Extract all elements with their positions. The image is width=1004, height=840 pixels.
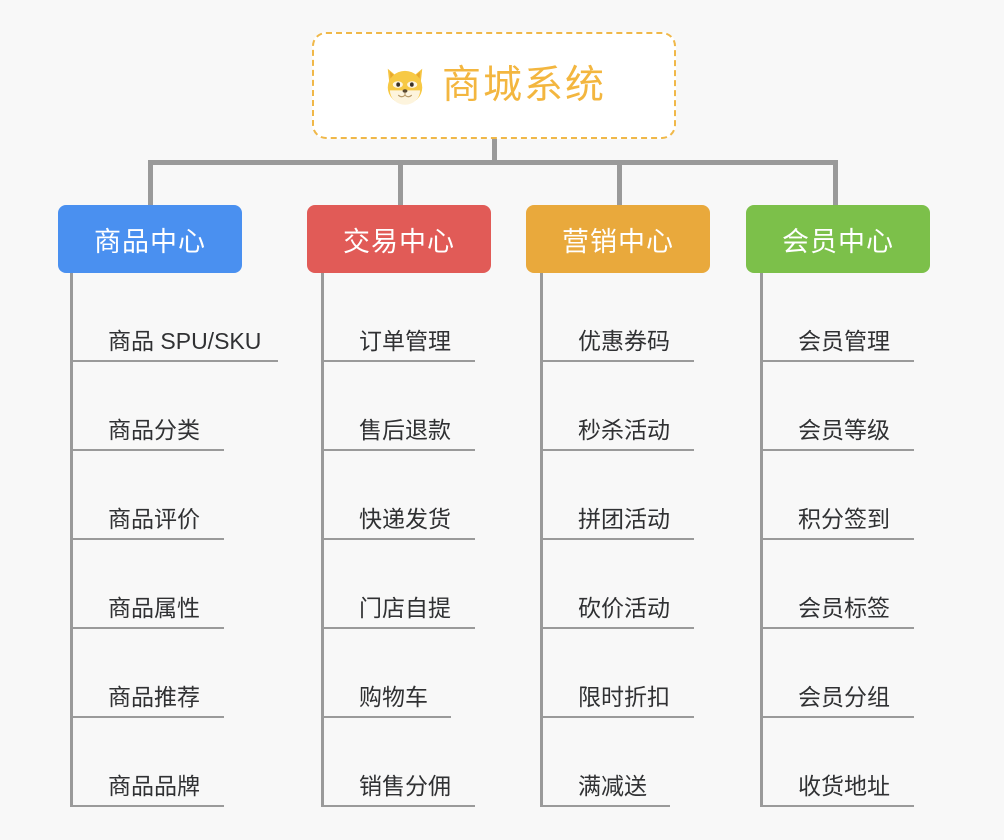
- leaf-item[interactable]: 砍价活动: [540, 540, 694, 629]
- leaf-item-label: 商品评价: [108, 505, 200, 532]
- leaf-item-label: 商品属性: [108, 594, 200, 621]
- root-title: 商城系统: [441, 64, 606, 107]
- leaf-item[interactable]: 商品分类: [70, 362, 224, 451]
- leaf-item[interactable]: 收货地址: [760, 718, 914, 807]
- leaf-column-trade-center: 订单管理售后退款快递发货门店自提购物车销售分佣: [321, 273, 581, 807]
- category-label: 会员中心: [782, 226, 894, 257]
- leaf-column-member-center: 会员管理会员等级积分签到会员标签会员分组收货地址: [760, 273, 1004, 807]
- leaf-item[interactable]: 售后退款: [321, 362, 475, 451]
- leaf-item[interactable]: 购物车: [321, 629, 451, 718]
- trunk-vertical-stub: [492, 139, 497, 163]
- leaf-item-label: 优惠券码: [578, 327, 670, 354]
- leaf-item-label: 购物车: [359, 683, 428, 710]
- leaf-item[interactable]: 满减送: [540, 718, 670, 807]
- leaf-item[interactable]: 销售分佣: [321, 718, 475, 807]
- leaf-column-marketing-center: 优惠券码秒杀活动拼团活动砍价活动限时折扣满减送: [540, 273, 800, 807]
- leaf-item-label: 销售分佣: [359, 772, 451, 799]
- leaf-item[interactable]: 拼团活动: [540, 451, 694, 540]
- leaf-item-label: 收货地址: [798, 772, 890, 799]
- shiba-dog-icon: [382, 63, 428, 109]
- leaf-item-label: 会员等级: [798, 416, 890, 443]
- leaf-column-spine: [760, 273, 763, 807]
- leaf-item-label: 砍价活动: [578, 594, 670, 621]
- leaf-item-label: 商品分类: [108, 416, 200, 443]
- category-box-trade-center[interactable]: 交易中心: [307, 205, 491, 273]
- leaf-item-label: 商品 SPU/SKU: [108, 327, 262, 354]
- leaf-item[interactable]: 商品评价: [70, 451, 224, 540]
- leaf-item[interactable]: 订单管理: [321, 273, 475, 362]
- trunk-drop-trade-center: [398, 160, 403, 206]
- leaf-item[interactable]: 商品推荐: [70, 629, 224, 718]
- leaf-item[interactable]: 商品属性: [70, 540, 224, 629]
- leaf-item-label: 会员管理: [798, 327, 890, 354]
- leaf-item[interactable]: 会员分组: [760, 629, 914, 718]
- trunk-drop-product-center: [148, 160, 153, 206]
- leaf-item[interactable]: 商品品牌: [70, 718, 224, 807]
- category-box-product-center[interactable]: 商品中心: [58, 205, 242, 273]
- category-label: 商品中心: [94, 226, 206, 257]
- leaf-item-label: 满减送: [578, 772, 647, 799]
- leaf-item[interactable]: 积分签到: [760, 451, 914, 540]
- leaf-column-spine: [321, 273, 324, 807]
- leaf-item[interactable]: 会员等级: [760, 362, 914, 451]
- leaf-item[interactable]: 门店自提: [321, 540, 475, 629]
- leaf-item-label: 售后退款: [359, 416, 451, 443]
- leaf-item-label: 门店自提: [359, 594, 451, 621]
- leaf-column-spine: [70, 273, 73, 807]
- trunk-drop-member-center: [833, 160, 838, 206]
- leaf-item-label: 秒杀活动: [578, 416, 670, 443]
- leaf-column-product-center: 商品 SPU/SKU 商品分类商品评价商品属性商品推荐商品品牌: [70, 273, 330, 807]
- category-label: 营销中心: [562, 226, 674, 257]
- leaf-item-label: 会员标签: [798, 594, 890, 621]
- category-box-member-center[interactable]: 会员中心: [746, 205, 930, 273]
- leaf-item[interactable]: 秒杀活动: [540, 362, 694, 451]
- category-label: 交易中心: [343, 226, 455, 257]
- leaf-item-label: 商品品牌: [108, 772, 200, 799]
- root-node-shop-system[interactable]: 商城系统: [312, 32, 676, 139]
- leaf-item-label: 快递发货: [359, 505, 451, 532]
- leaf-item-label: 订单管理: [359, 327, 451, 354]
- leaf-item[interactable]: 会员标签: [760, 540, 914, 629]
- leaf-item[interactable]: 商品 SPU/SKU: [70, 273, 278, 362]
- leaf-item[interactable]: 优惠券码: [540, 273, 694, 362]
- leaf-item-label: 会员分组: [798, 683, 890, 710]
- leaf-item[interactable]: 快递发货: [321, 451, 475, 540]
- leaf-item-label: 积分签到: [798, 505, 890, 532]
- leaf-item-label: 商品推荐: [108, 683, 200, 710]
- leaf-item[interactable]: 会员管理: [760, 273, 914, 362]
- leaf-column-spine: [540, 273, 543, 807]
- category-box-marketing-center[interactable]: 营销中心: [526, 205, 710, 273]
- leaf-item[interactable]: 限时折扣: [540, 629, 694, 718]
- leaf-item-label: 拼团活动: [578, 505, 670, 532]
- trunk-drop-marketing-center: [617, 160, 622, 206]
- trunk-horizontal-bar: [148, 160, 838, 165]
- leaf-item-label: 限时折扣: [578, 683, 670, 710]
